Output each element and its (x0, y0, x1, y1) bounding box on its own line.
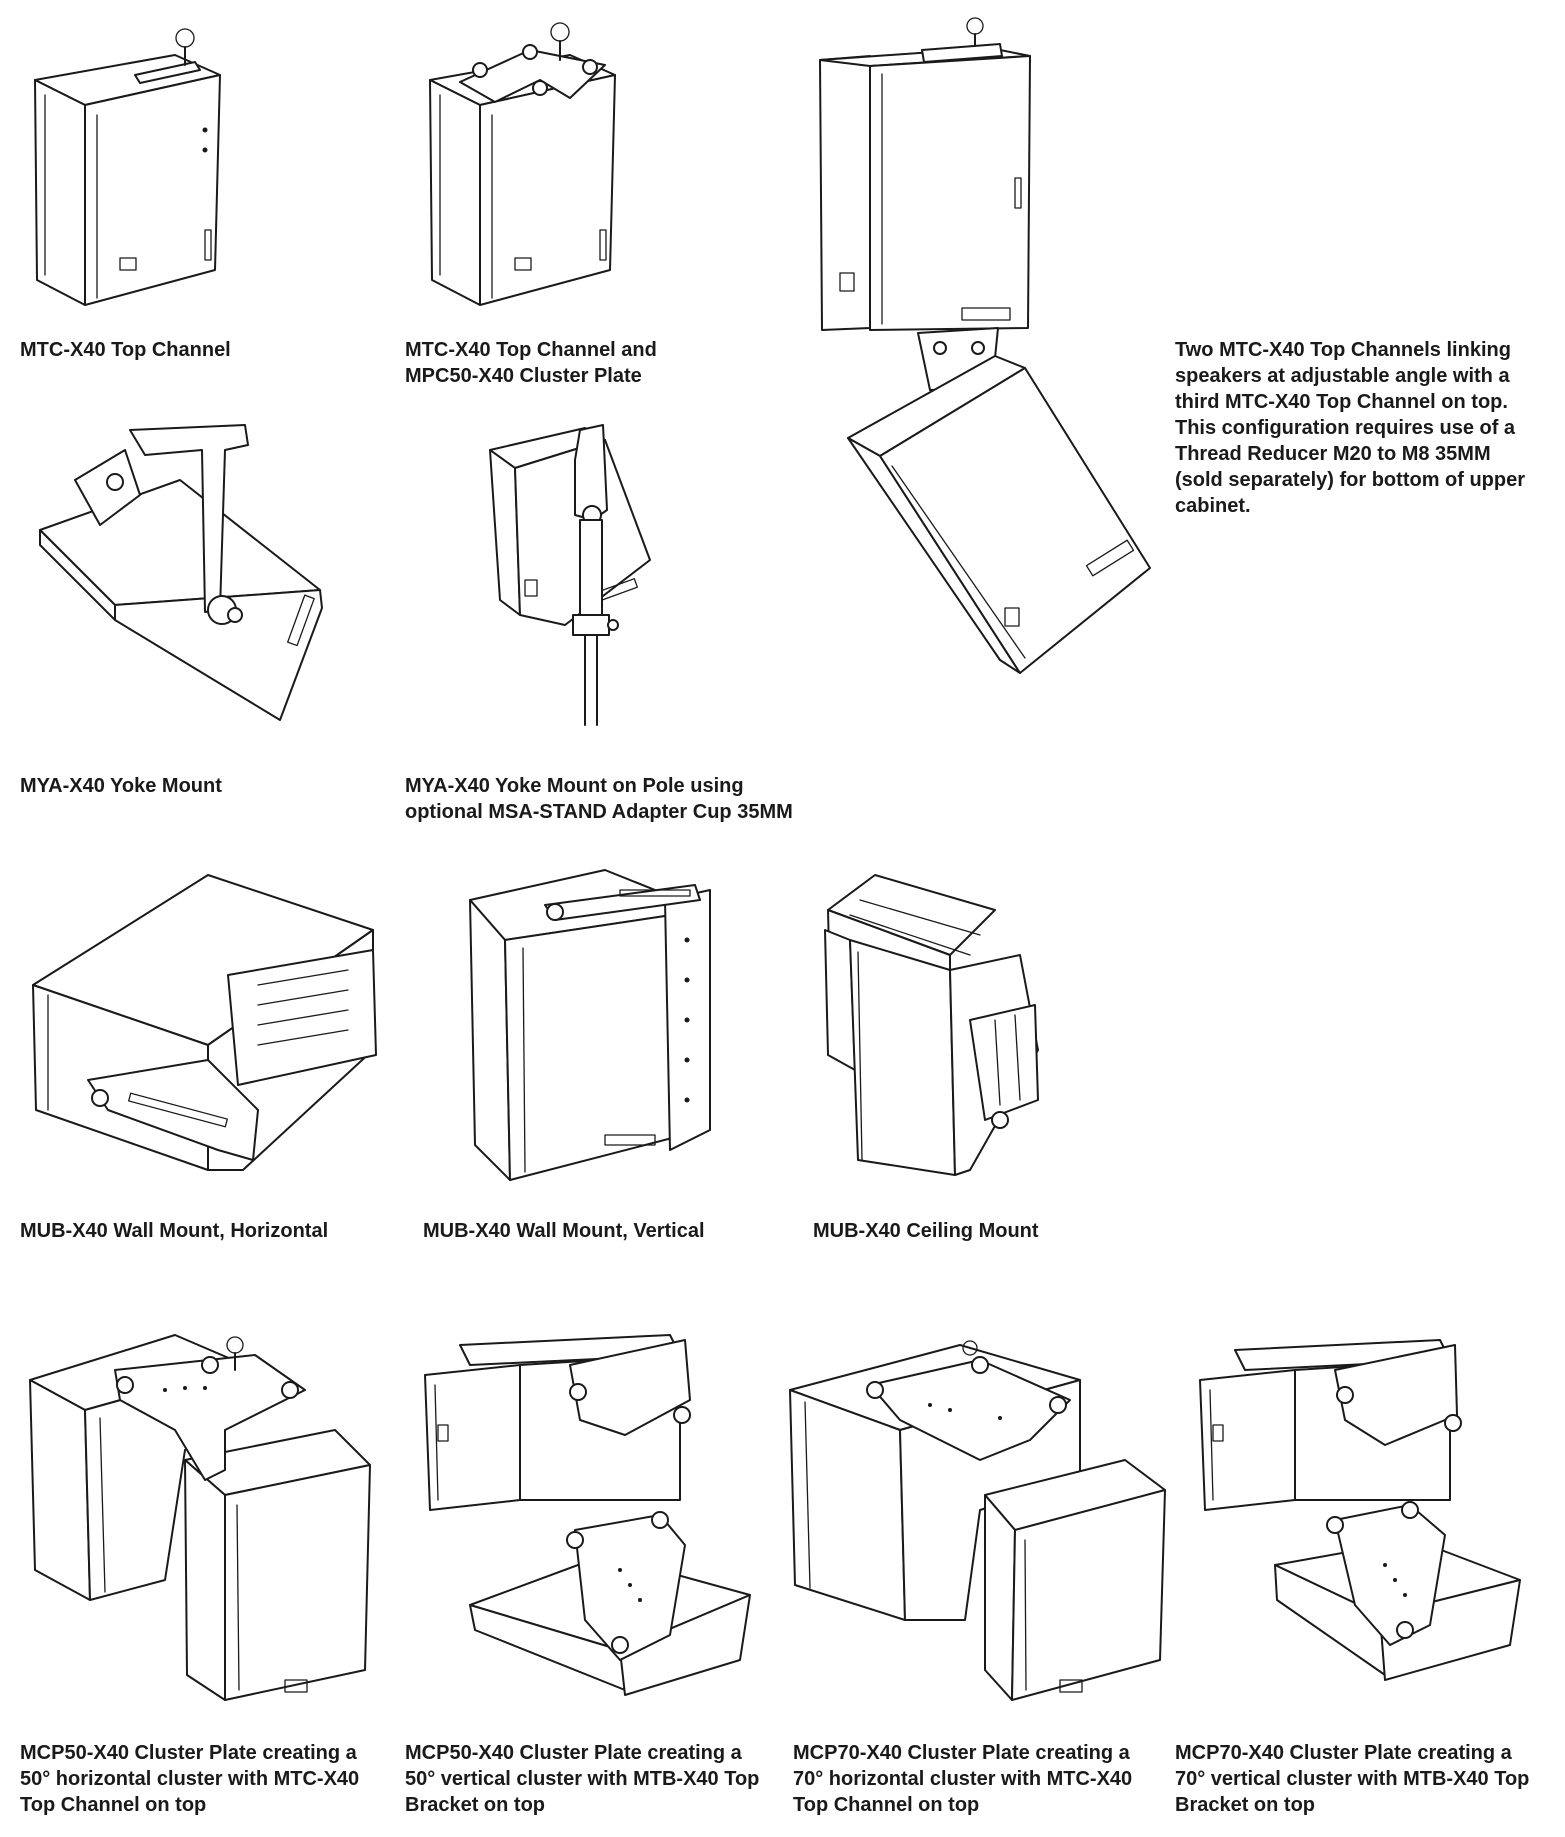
illustration-mub-wall-vertical (465, 860, 715, 1185)
caption-line: Thread Reducer M20 to M8 35MM (1175, 443, 1491, 465)
caption-mcp50-vertical: MCP50-X40 Cluster Plate creating a 50° v… (405, 1740, 759, 1818)
caption-line: MTC-X40 Top Channel (20, 339, 231, 361)
caption-mcp70-horizontal: MCP70-X40 Cluster Plate creating a 70° h… (793, 1740, 1132, 1818)
caption-line: MCP70-X40 Cluster Plate creating a (1175, 1742, 1512, 1764)
caption-mya-yoke-mount-pole: MYA-X40 Yoke Mount on Pole using optiona… (405, 773, 793, 825)
caption-line: MCP50-X40 Cluster Plate creating a (20, 1742, 357, 1764)
illustration-mya-yoke-mount (30, 420, 330, 740)
caption-line: MPC50-X40 Cluster Plate (405, 365, 642, 387)
caption-line: MUB-X40 Wall Mount, Vertical (423, 1220, 705, 1242)
caption-line: Bracket on top (405, 1794, 546, 1816)
illustration-mcp50-horizontal (25, 1330, 385, 1710)
caption-line: Two MTC-X40 Top Channels linking (1175, 339, 1511, 361)
caption-line: MYA-X40 Yoke Mount on Pole using (405, 775, 744, 797)
illustration-two-top-channels-linked (810, 8, 1165, 678)
caption-mcp50-horizontal: MCP50-X40 Cluster Plate creating a 50° h… (20, 1740, 359, 1818)
caption-mub-wall-vertical: MUB-X40 Wall Mount, Vertical (423, 1218, 705, 1244)
caption-line: (sold separately) for bottom of upper (1175, 469, 1526, 491)
caption-line: optional MSA-STAND Adapter Cup 35MM (405, 801, 793, 823)
caption-mtc-top-channel-cluster-plate: MTC-X40 Top Channel and MPC50-X40 Cluste… (405, 337, 657, 389)
illustration-mcp70-horizontal (780, 1340, 1170, 1710)
caption-line: 50° vertical cluster with MTB-X40 Top (405, 1768, 760, 1790)
caption-line: 70° horizontal cluster with MTC-X40 (793, 1768, 1133, 1790)
caption-line: MCP70-X40 Cluster Plate creating a (793, 1742, 1130, 1764)
caption-line: This configuration requires use of a (1175, 417, 1516, 439)
illustration-mtc-top-channel-cluster-plate (420, 10, 635, 310)
illustration-mya-yoke-mount-pole (485, 420, 655, 730)
caption-mya-yoke-mount: MYA-X40 Yoke Mount (20, 773, 222, 799)
caption-line: speakers at adjustable angle with a (1175, 365, 1510, 387)
caption-line: MYA-X40 Yoke Mount (20, 775, 222, 797)
caption-mub-ceiling: MUB-X40 Ceiling Mount (813, 1218, 1039, 1244)
illustration-mub-wall-horizontal (28, 870, 378, 1175)
caption-line: 50° horizontal cluster with MTC-X40 (20, 1768, 360, 1790)
caption-line: MTC-X40 Top Channel and (405, 339, 657, 361)
illustration-mtc-top-channel (25, 10, 240, 310)
caption-line: third MTC-X40 Top Channel on top. (1175, 391, 1508, 413)
caption-mub-wall-horizontal: MUB-X40 Wall Mount, Horizontal (20, 1218, 328, 1244)
caption-line: cabinet. (1175, 495, 1251, 517)
caption-line: MUB-X40 Wall Mount, Horizontal (20, 1220, 329, 1242)
caption-line: MUB-X40 Ceiling Mount (813, 1220, 1039, 1242)
caption-two-top-channels-linked: Two MTC-X40 Top Channels linking speaker… (1175, 337, 1525, 519)
caption-mtc-top-channel: MTC-X40 Top Channel (20, 337, 231, 363)
illustration-mub-ceiling (820, 870, 1045, 1180)
caption-mcp70-vertical: MCP70-X40 Cluster Plate creating a 70° v… (1175, 1740, 1529, 1818)
illustration-mcp50-vertical (420, 1330, 765, 1710)
caption-line: 70° vertical cluster with MTB-X40 Top (1175, 1768, 1530, 1790)
caption-line: Top Channel on top (20, 1794, 207, 1816)
caption-line: Bracket on top (1175, 1794, 1316, 1816)
illustration-mcp70-vertical (1195, 1335, 1540, 1695)
caption-line: MCP50-X40 Cluster Plate creating a (405, 1742, 742, 1764)
caption-line: Top Channel on top (793, 1794, 980, 1816)
